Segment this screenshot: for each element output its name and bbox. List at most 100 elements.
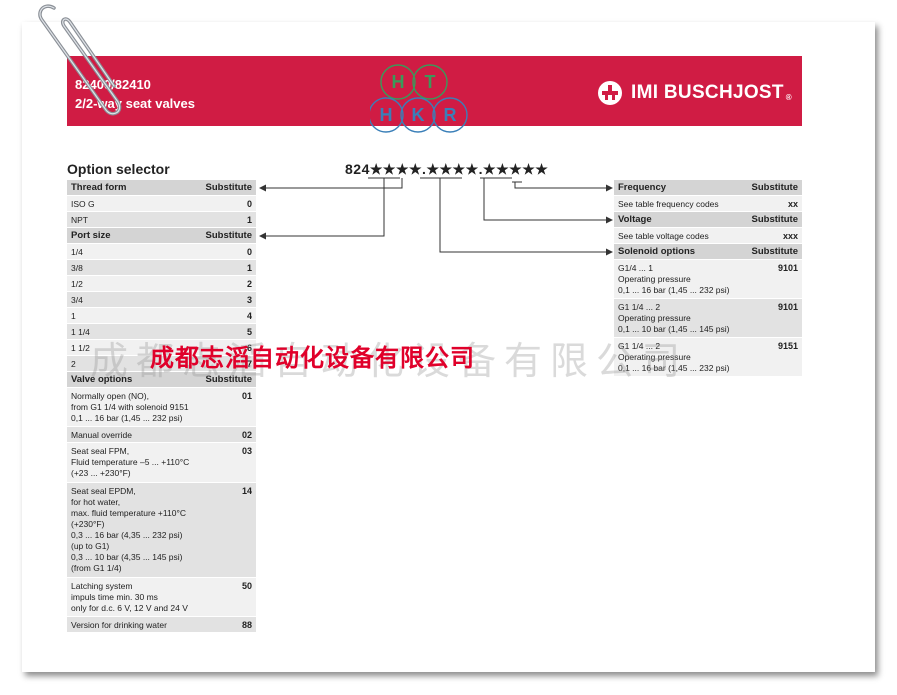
row-label: NPT [71, 215, 88, 225]
table-row: Version for drinking water 88 [67, 617, 256, 633]
row-value: 03 [241, 446, 252, 456]
watermark-ghost-text: 成都志滔自动化设备有限公司 [90, 339, 689, 383]
imi-logo-icon [598, 81, 623, 105]
row-value: 3 [246, 295, 252, 305]
table-row: Seat seal FPM, Fluid temperature –5 ... … [67, 443, 256, 483]
table-row: NPT 1 [67, 212, 256, 228]
table-row: G1 1/4 ... 2 Operating pressure 0,1 ... … [614, 299, 802, 338]
row-label: See table voltage codes [618, 231, 709, 241]
hthkr-letter-4: K [412, 105, 425, 125]
brand-logo: IMI BUSCHJOST ® [597, 80, 792, 106]
option-selector-title: Option selector [67, 161, 170, 177]
row-label: 1 [71, 311, 76, 321]
table-row: 1 1/2 6 [67, 340, 256, 356]
row-value: 9101 [777, 263, 798, 273]
valve-options-label: Valve options [71, 374, 133, 385]
table-row: Seat seal EPDM, for hot water, max. flui… [67, 483, 256, 578]
table-row: G1 1/4 ... 2 Operating pressure 0,1 ... … [614, 338, 802, 377]
row-value: 0 [246, 247, 252, 257]
row-value: 2 [246, 279, 252, 289]
row-value: 1 [246, 263, 252, 273]
table-row: Latching system impuls time min. 30 ms o… [67, 578, 256, 617]
brand-registered: ® [785, 92, 792, 102]
valve-options-substitute: Substitute [205, 374, 252, 385]
hthkr-letter-5: R [444, 105, 457, 125]
frequency-substitute: Substitute [751, 182, 798, 193]
paperclip-icon [38, 4, 122, 116]
row-label: Version for drinking water [71, 620, 167, 630]
solenoid-options-substitute: Substitute [751, 246, 798, 257]
voltage-substitute: Substitute [751, 214, 798, 225]
solenoid-options-header: Solenoid options Substitute [614, 244, 802, 260]
table-row: 1 1/4 5 [67, 324, 256, 340]
table-row: See table voltage codes xxx [614, 228, 802, 244]
thread-form-label: Thread form [71, 182, 127, 193]
valve-options-header: Valve options Substitute [67, 372, 256, 388]
row-label: Latching system impuls time min. 30 ms o… [71, 581, 188, 613]
table-row: Normally open (NO), from G1 1/4 with sol… [67, 388, 256, 427]
row-value: 0 [246, 199, 252, 209]
hthkr-letter-1: H [392, 72, 405, 92]
row-value: 50 [241, 581, 252, 591]
row-value: 01 [241, 391, 252, 401]
row-value: 9151 [777, 341, 798, 351]
hthkr-logo: H T H K R [370, 64, 468, 133]
row-value: xxx [782, 231, 798, 241]
brand-name: IMI BUSCHJOST [631, 82, 784, 103]
hthkr-letter-3: H [380, 105, 393, 125]
port-size-header: Port size Substitute [67, 228, 256, 244]
row-label: Manual override [71, 430, 132, 440]
row-label: G1 1/4 ... 2 Operating pressure 0,1 ... … [618, 302, 730, 334]
row-label: 1 1/2 [71, 343, 90, 353]
solenoid-options-label: Solenoid options [618, 246, 696, 257]
table-row: Manual override 02 [67, 427, 256, 443]
voltage-header: Voltage Substitute [614, 212, 802, 228]
row-label: 1/2 [71, 279, 83, 289]
row-label: Normally open (NO), from G1 1/4 with sol… [71, 391, 189, 423]
table-row: 3/4 3 [67, 292, 256, 308]
row-label: G1/4 ... 1 Operating pressure 0,1 ... 16… [618, 263, 730, 295]
row-label: See table frequency codes [618, 199, 719, 209]
port-size-label: Port size [71, 230, 111, 241]
row-label: Seat seal EPDM, for hot water, max. flui… [71, 486, 186, 573]
row-label: 3/8 [71, 263, 83, 273]
row-label: 1/4 [71, 247, 83, 257]
watermark-text: 成都志滔自动化设备有限公司 [150, 344, 475, 372]
row-label: 2 [71, 359, 76, 369]
row-label: Seat seal FPM, Fluid temperature –5 ... … [71, 446, 190, 478]
row-value: 9101 [777, 302, 798, 312]
row-value: 7 [246, 359, 252, 369]
row-value: 4 [246, 311, 252, 321]
frequency-header: Frequency Substitute [614, 180, 802, 196]
port-size-substitute: Substitute [205, 230, 252, 241]
table-row: G1/4 ... 1 Operating pressure 0,1 ... 16… [614, 260, 802, 299]
row-label: 3/4 [71, 295, 83, 305]
order-code-pattern: 824★★★★.★★★★.★★★★★ [345, 161, 549, 177]
row-value: xx [787, 199, 798, 209]
left-option-table: Thread form Substitute ISO G 0 NPT 1 Por… [67, 180, 256, 633]
table-row: 3/8 1 [67, 260, 256, 276]
row-label: G1 1/4 ... 2 Operating pressure 0,1 ... … [618, 341, 730, 373]
right-option-table: Frequency Substitute See table frequency… [614, 180, 802, 377]
row-label: ISO G [71, 199, 95, 209]
row-value: 6 [246, 343, 252, 353]
voltage-label: Voltage [618, 214, 652, 225]
table-row: ISO G 0 [67, 196, 256, 212]
hthkr-letter-2: T [425, 72, 436, 92]
row-value: 14 [241, 486, 252, 496]
row-value: 5 [246, 327, 252, 337]
row-label: 1 1/4 [71, 327, 90, 337]
frequency-label: Frequency [618, 182, 667, 193]
header-banner: 82400/82410 2/2-way seat valves IMI BUSC… [67, 56, 802, 126]
table-row: 1/4 0 [67, 244, 256, 260]
row-value: 88 [241, 620, 252, 630]
table-row: 1/2 2 [67, 276, 256, 292]
row-value: 1 [246, 215, 252, 225]
thread-form-header: Thread form Substitute [67, 180, 256, 196]
table-row: See table frequency codes xx [614, 196, 802, 212]
thread-form-substitute: Substitute [205, 182, 252, 193]
row-value: 02 [241, 430, 252, 440]
